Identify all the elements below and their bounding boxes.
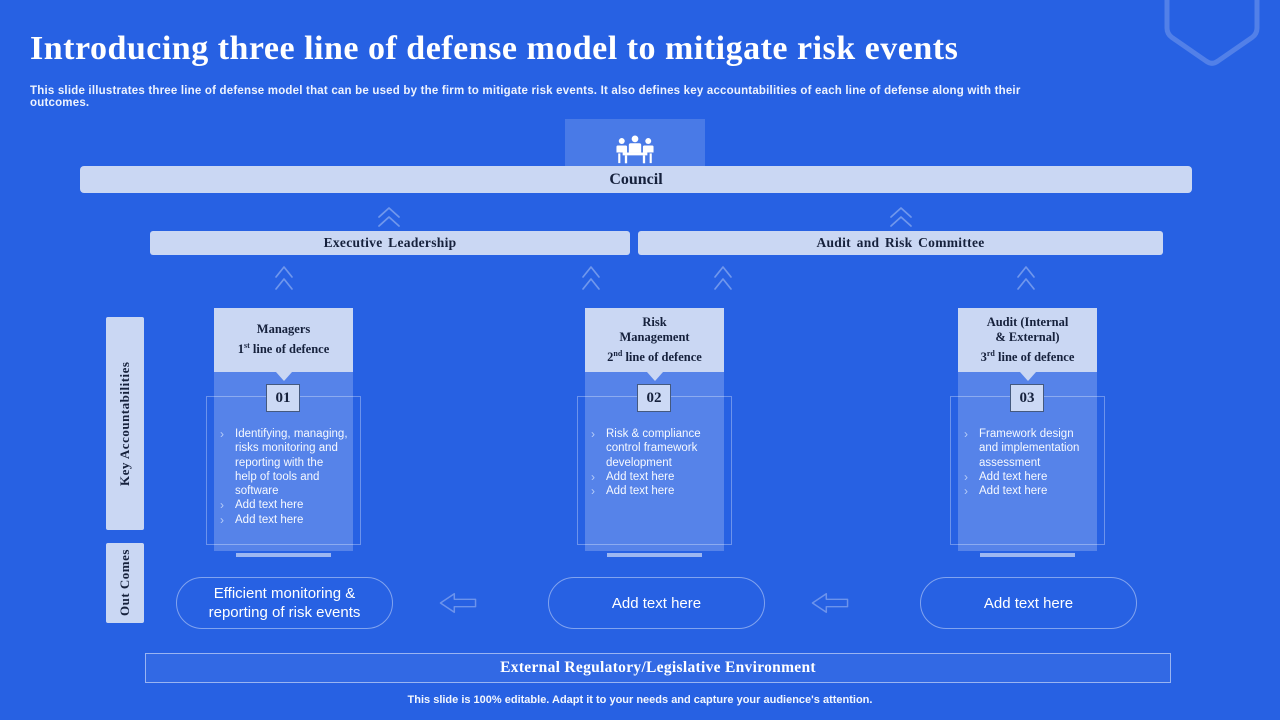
council-icon-box[interactable] — [565, 119, 705, 167]
column-3-title: Audit (Internal — [986, 314, 1069, 329]
chevron-bullet-icon: › — [591, 469, 595, 484]
column-3-header[interactable]: Audit (Internal & External) 3rd line of … — [958, 308, 1097, 372]
outcome-pill-3[interactable]: Add text here — [920, 577, 1137, 629]
chevron-up-icon — [582, 266, 600, 290]
column-2-bullet-list[interactable]: ›Risk & compliance control framework dev… — [591, 427, 719, 498]
chevron-bullet-icon: › — [964, 427, 968, 441]
chevron-bullet-icon: › — [591, 484, 595, 499]
executive-leadership-bar[interactable]: Executive Leadership — [150, 231, 630, 255]
column-3-ordinal: 3rd line of defence — [980, 348, 1075, 364]
meeting-people-icon — [616, 135, 654, 164]
council-label: Council — [609, 170, 663, 188]
column-2-title-2: Management — [619, 330, 690, 345]
chevron-bullet-icon: › — [964, 484, 968, 499]
column-1-underline — [236, 553, 331, 557]
column-2-title: Risk — [642, 314, 667, 329]
arrow-left-icon — [811, 593, 849, 613]
audit-risk-committee-label: Audit and Risk Committee — [816, 235, 985, 250]
column-3-underline — [980, 553, 1075, 557]
chevron-bullet-icon: › — [964, 469, 968, 484]
shield-badge-icon — [1164, 0, 1260, 66]
slide-footer-note: This slide is 100% editable. Adapt it to… — [407, 694, 873, 706]
column-1-header[interactable]: Managers 1st line of defence — [214, 308, 353, 372]
key-accountabilities-label: Key Accountabilities — [106, 317, 144, 530]
council-bar[interactable]: Council — [80, 166, 1192, 193]
chevron-up-icon — [275, 266, 293, 290]
column-2-ordinal: 2nd line of defence — [607, 348, 702, 364]
arrow-left-icon — [439, 593, 477, 613]
column-3-number-badge[interactable]: 03 — [1010, 384, 1044, 412]
list-item: ›Framework design and implementation ass… — [964, 427, 1080, 469]
chevron-bullet-icon: › — [220, 427, 224, 441]
executive-leadership-label: Executive Leadership — [323, 235, 457, 250]
environment-bar[interactable]: External Regulatory/Legislative Environm… — [145, 653, 1171, 683]
chevron-bullet-icon: › — [591, 427, 595, 441]
column-1-bullet-list[interactable]: ›Identifying, managing, risks monitoring… — [220, 427, 348, 527]
column-3-bullet-list[interactable]: ›Framework design and implementation ass… — [964, 427, 1092, 498]
list-item: ›Add text here — [591, 469, 675, 484]
chevron-up-icon — [378, 207, 400, 227]
list-item: ›Risk & compliance control framework dev… — [591, 427, 701, 469]
chevron-bullet-icon: › — [220, 512, 224, 527]
column-2-header[interactable]: Risk Management 2nd line of defence — [585, 308, 724, 372]
list-item: ›Add text here — [220, 512, 304, 527]
outcome-pill-2[interactable]: Add text here — [548, 577, 765, 629]
column-2-underline — [607, 553, 702, 557]
list-item: ›Add text here — [964, 469, 1048, 484]
column-2-number-badge[interactable]: 02 — [637, 384, 671, 412]
chevron-up-icon — [714, 266, 732, 290]
list-item: ›Add text here — [964, 484, 1048, 499]
header-notch — [1020, 372, 1036, 381]
outcome-pill-1[interactable]: Efficient monitoring & reporting of risk… — [176, 577, 393, 629]
chevron-up-icon — [1017, 266, 1035, 290]
outcomes-label: Out Comes — [106, 543, 144, 623]
list-item: ›Add text here — [220, 498, 304, 513]
list-item: ›Identifying, managing, risks monitoring… — [220, 427, 348, 498]
column-1-ordinal: 1st line of defence — [237, 340, 330, 357]
audit-risk-committee-bar[interactable]: Audit and Risk Committee — [638, 231, 1163, 255]
list-item: ›Add text here — [591, 484, 675, 499]
header-notch — [276, 372, 292, 381]
column-3-title-2: & External) — [995, 330, 1060, 345]
header-notch — [647, 372, 663, 381]
chevron-bullet-icon: › — [220, 498, 224, 513]
chevron-up-icon — [890, 207, 912, 227]
column-1-title: Managers — [256, 322, 311, 337]
environment-label: External Regulatory/Legislative Environm… — [500, 659, 816, 676]
slide-subtitle: This slide illustrates three line of def… — [30, 85, 1021, 109]
column-1-number-badge[interactable]: 01 — [266, 384, 300, 412]
page-title: Introducing three line of defense model … — [30, 30, 959, 67]
